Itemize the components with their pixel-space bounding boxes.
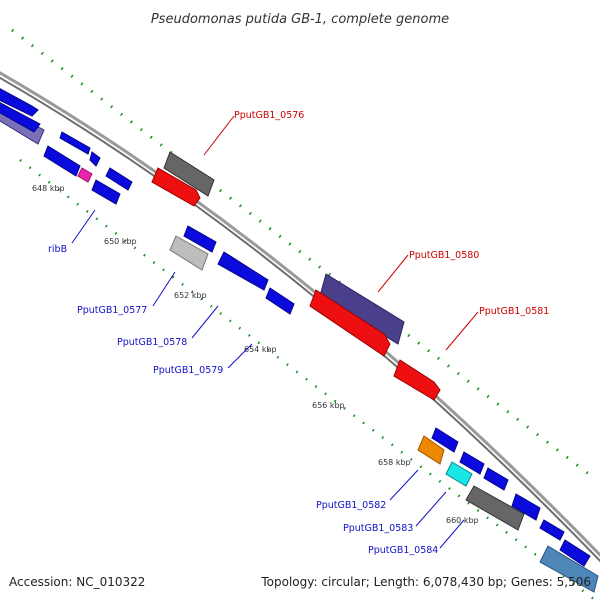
leader-0584 — [439, 519, 465, 549]
accession-text: Accession: NC_010322 — [9, 575, 145, 589]
label-pputgb1-0582[interactable]: PputGB1_0582 — [316, 500, 386, 511]
tick-label: 656 kbp — [312, 401, 345, 410]
outer-strand-genes — [0, 86, 591, 567]
label-pputgb1-0578[interactable]: PputGB1_0578 — [117, 337, 187, 348]
gene-blue-small-outer[interactable] — [59, 131, 91, 155]
gene-pputgb1-0579[interactable] — [217, 251, 269, 291]
topology-summary: Topology: circular; Length: 6,078,430 bp… — [260, 575, 591, 589]
gene-pputgb1-0578[interactable] — [183, 225, 217, 253]
leader-0579 — [227, 343, 253, 369]
gene-ribb[interactable] — [105, 167, 133, 191]
label-pputgb1-0580[interactable]: PputGB1_0580 — [409, 250, 479, 261]
leader-0580 — [377, 254, 409, 293]
gene-blue-0579b[interactable] — [265, 287, 295, 315]
gene-red-0581b[interactable] — [393, 359, 441, 401]
gene-pputgb1-0583[interactable] — [445, 461, 473, 487]
gene-blue-tiny-outer[interactable] — [89, 151, 101, 167]
genome-backbone-outer — [0, 71, 600, 558]
tick-label: 658 kbp — [378, 458, 411, 467]
leader-0576 — [203, 115, 235, 156]
gene-pputgb1-0576[interactable] — [163, 151, 215, 197]
gene-blue-left-inner[interactable] — [0, 100, 41, 133]
label-pputgb1-0583[interactable]: PputGB1_0583 — [343, 523, 413, 534]
map-title: Pseudomonas putida GB-1, complete genome — [151, 12, 449, 27]
gene-pputgb1-0582[interactable] — [417, 435, 445, 465]
gene-blue-outer-5[interactable] — [539, 519, 565, 541]
tick-label: 654 kbp — [244, 345, 277, 354]
gene-blue-outer-4[interactable] — [511, 493, 541, 521]
label-ribb[interactable]: ribB — [48, 244, 67, 255]
outer-tick-track — [11, 28, 591, 477]
leader-0583 — [415, 491, 447, 527]
gene-pputgb1-0577[interactable] — [169, 235, 209, 271]
gene-blue-ribb-a[interactable] — [43, 145, 81, 177]
gene-labels: ribB PputGB1_0576 PputGB1_0577 PputGB1_0… — [48, 110, 549, 556]
gene-pputgb1-0584[interactable] — [465, 485, 525, 531]
gene-blue-outer-1[interactable] — [431, 427, 459, 453]
leader-lines — [71, 115, 479, 549]
label-pputgb1-0579[interactable]: PputGB1_0579 — [153, 365, 223, 376]
tick-label: 660 kbp — [446, 516, 479, 525]
label-pputgb1-0584[interactable]: PputGB1_0584 — [368, 545, 438, 556]
gene-blue-ribb-c[interactable] — [91, 179, 121, 205]
gene-blue-outer-2[interactable] — [459, 451, 485, 475]
inner-strand-genes — [0, 100, 599, 593]
label-pputgb1-0577[interactable]: PputGB1_0577 — [77, 305, 147, 316]
tick-label: 652 kbp — [174, 291, 207, 300]
scale-ticks: 648 kbp 650 kbp 652 kbp 654 kbp 656 kbp … — [32, 184, 479, 525]
leader-ribb — [71, 209, 96, 244]
gene-blue-outer-6[interactable] — [559, 539, 591, 567]
leader-0582 — [389, 469, 419, 501]
gene-blue-left-outer[interactable] — [0, 86, 39, 117]
gene-pputgb1-0581[interactable] — [309, 289, 391, 357]
gene-red-0576[interactable] — [151, 167, 201, 207]
gene-steelblue-bottom[interactable] — [539, 545, 599, 593]
tick-label: 648 kbp — [32, 184, 65, 193]
label-pputgb1-0576[interactable]: PputGB1_0576 — [234, 110, 304, 121]
leader-0581 — [445, 311, 479, 351]
tick-label: 650 kbp — [104, 237, 137, 246]
gene-blue-outer-3[interactable] — [483, 467, 509, 491]
inner-tick-track — [19, 159, 596, 600]
gene-pputgb1-0580[interactable] — [319, 273, 405, 345]
leader-0578 — [191, 305, 219, 339]
genome-backbone-inner — [0, 76, 600, 563]
gene-magenta[interactable] — [77, 167, 93, 183]
leader-0577 — [152, 271, 176, 307]
label-pputgb1-0581[interactable]: PputGB1_0581 — [479, 306, 549, 317]
